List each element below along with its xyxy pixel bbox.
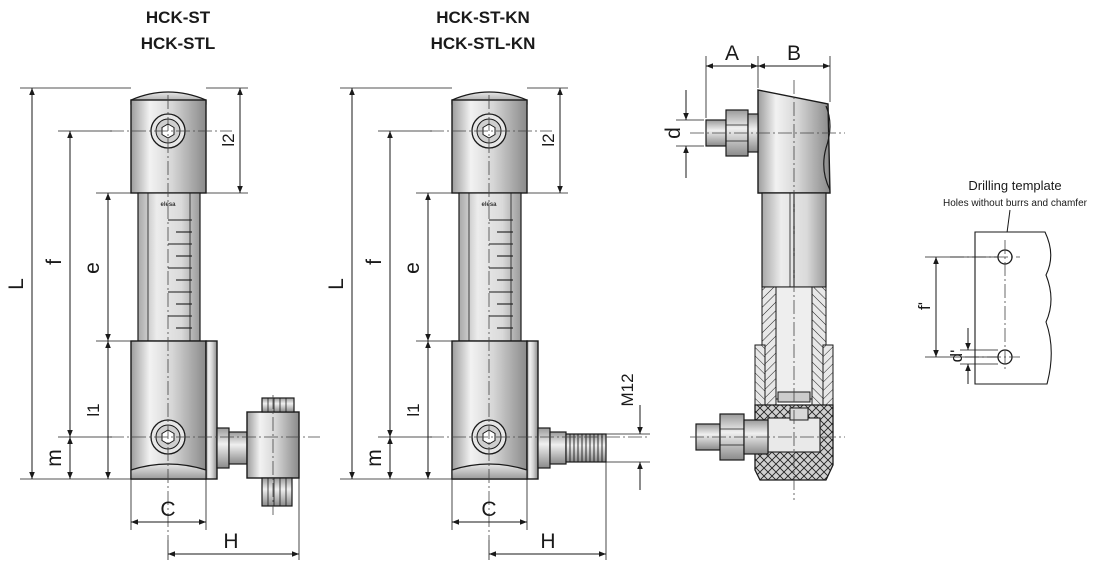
electrical-contact-st (216, 397, 300, 507)
dim-B: B (787, 42, 801, 65)
sight-tube-kn: elesa (458, 192, 522, 342)
dim-d-prime: d' (947, 350, 966, 363)
upper-head-kn (451, 91, 528, 194)
view-st-title-1: HCK-ST (146, 8, 211, 27)
dim-f-kn: f (363, 259, 386, 265)
view-kn-title-2: HCK-STL-KN (431, 34, 536, 53)
drilling-template-title: Drilling template (968, 178, 1061, 193)
dim-A: A (725, 42, 739, 65)
threaded-fitting-kn (537, 427, 607, 469)
dim-l1-kn: l1 (404, 403, 423, 416)
lower-head-kn (451, 340, 539, 480)
dim-C: C (160, 498, 175, 521)
dim-L-kn: L (325, 278, 348, 290)
dim-H-kn: H (540, 530, 555, 553)
view-hck-st-kn: HCK-ST-KN HCK-STL-KN elesa (325, 8, 650, 560)
lower-head-st (130, 340, 218, 480)
dim-m-kn: m (363, 449, 386, 467)
dim-f-prime: f' (915, 302, 934, 310)
side-section-view: A B d (662, 42, 845, 500)
dim-M12: M12 (618, 373, 637, 406)
dim-f: f (43, 259, 66, 265)
view-hck-st: HCK-ST HCK-STL elesa (5, 8, 320, 560)
dim-l2-kn: l2 (539, 133, 558, 146)
dim-C-kn: C (481, 498, 496, 521)
view-kn-title-1: HCK-ST-KN (436, 8, 530, 27)
dim-H: H (223, 530, 238, 553)
dim-L: L (5, 278, 28, 290)
dim-e-kn: e (401, 262, 424, 274)
drilling-template: Drilling template Holes without burrs an… (915, 178, 1088, 385)
dim-d: d (662, 127, 685, 139)
upper-head-st (130, 91, 207, 194)
sight-tube-st: elesa (137, 192, 201, 342)
view-st-title-2: HCK-STL (141, 34, 216, 53)
drilling-template-note: Holes without burrs and chamfer (943, 198, 1088, 209)
dim-m: m (43, 449, 66, 467)
dim-e: e (81, 262, 104, 274)
dim-l1: l1 (84, 403, 103, 416)
dim-l2: l2 (219, 133, 238, 146)
